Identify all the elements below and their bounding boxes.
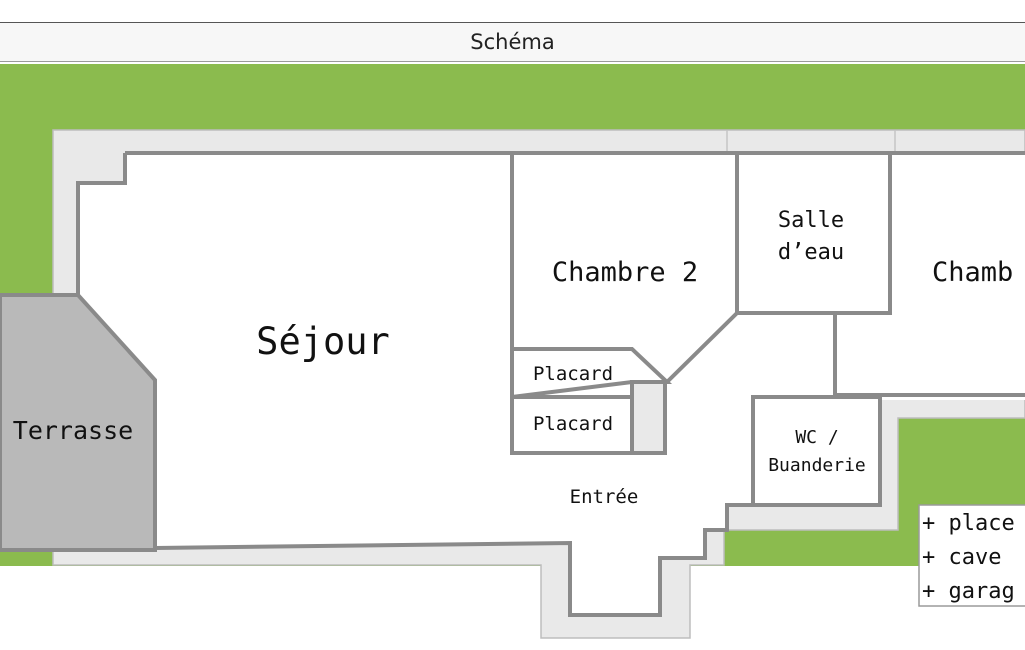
label-salle-deau-2: d’eau [778,240,844,265]
label-placard-2: Placard [533,413,613,435]
label-chambre: Chamb [932,257,1013,288]
label-sejour: Séjour [256,320,390,363]
page-title: Schéma [470,30,555,54]
service-shaft [630,380,667,455]
extras-box [918,504,1025,607]
wc-wall [751,395,882,507]
label-wc-1: WC / [795,427,838,448]
title-bar: Schéma [0,22,1025,62]
label-salle-deau-1: Salle [778,208,844,233]
interior-area [78,153,1025,615]
label-entree: Entrée [570,486,639,508]
label-chambre-2: Chambre 2 [552,257,698,288]
sejour-wall [76,151,1025,295]
extra-cave: + cave [922,545,1001,570]
label-wc-2: Buanderie [768,455,866,476]
terrace [0,293,157,552]
extra-garage: + garag [922,579,1015,604]
salle-deau-wall [737,153,892,315]
extra-place: + place [922,511,1015,536]
label-terrasse: Terrasse [13,416,133,445]
label-placard-1: Placard [533,363,613,385]
